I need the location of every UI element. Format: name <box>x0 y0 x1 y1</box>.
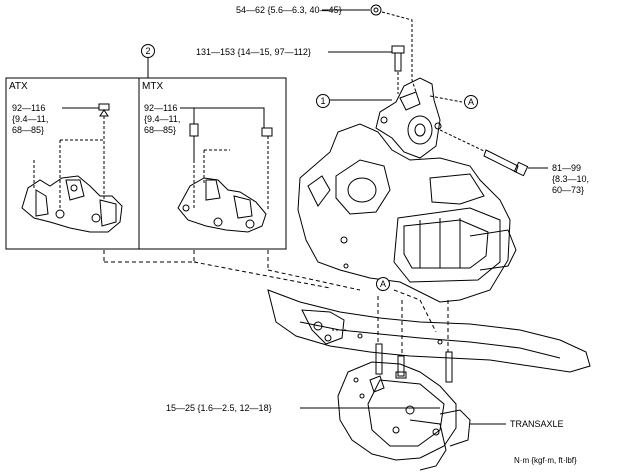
lower-bolts-torque: 15—25 {1.6—2.5, 12—18} <box>166 403 272 413</box>
mtx-title: MTX <box>142 81 164 92</box>
mtx-torque-line3: 68—85} <box>144 125 177 135</box>
mtx-mount-drawing <box>177 123 273 233</box>
long-bolt-torque-line1: 81—99 <box>552 163 582 173</box>
atx-torque-line3: 68—85} <box>12 125 45 135</box>
atx-torque-line2: {9.4—11, <box>12 114 49 124</box>
mount-bolt-torque: 131—153 {14—15, 97—112} <box>196 47 311 57</box>
long-bolt-drawing <box>483 149 529 177</box>
long-bolt-torque-line3: 60—73} <box>552 185 585 195</box>
callout-part-1: 1 <box>316 94 330 108</box>
mtx-torque-line1: 92—116 <box>144 103 178 113</box>
engine-body-drawing <box>297 123 517 303</box>
engine-mount-assembly <box>375 77 442 159</box>
mount-bolt-drawing <box>391 45 405 72</box>
long-bolt-torque-line2: {8.3—10, <box>552 174 590 184</box>
top-nut-drawing <box>370 4 382 16</box>
alignment-lines <box>103 250 449 356</box>
callout-part-2: 2 <box>141 44 155 58</box>
atx-mount-drawing <box>21 103 123 233</box>
top-nut-torque: 54—62 {5.6—6.3, 40—45} <box>236 5 342 15</box>
reference-a-middle: A <box>376 277 390 291</box>
atx-torque-line1: 92—116 <box>12 103 46 113</box>
units-note: N·m {kgf·m, ft·lbf} <box>514 456 577 465</box>
transaxle-label: TRANSAXLE <box>510 419 564 429</box>
atx-title: ATX <box>9 81 28 92</box>
subframe-drawing <box>267 289 591 373</box>
transaxle-drawing <box>337 361 471 471</box>
reference-a-upper: A <box>464 95 478 109</box>
lower-bolts-drawing <box>375 343 453 383</box>
mtx-torque-line2: {9.4—11, <box>144 114 181 124</box>
inset-frame <box>5 77 287 250</box>
